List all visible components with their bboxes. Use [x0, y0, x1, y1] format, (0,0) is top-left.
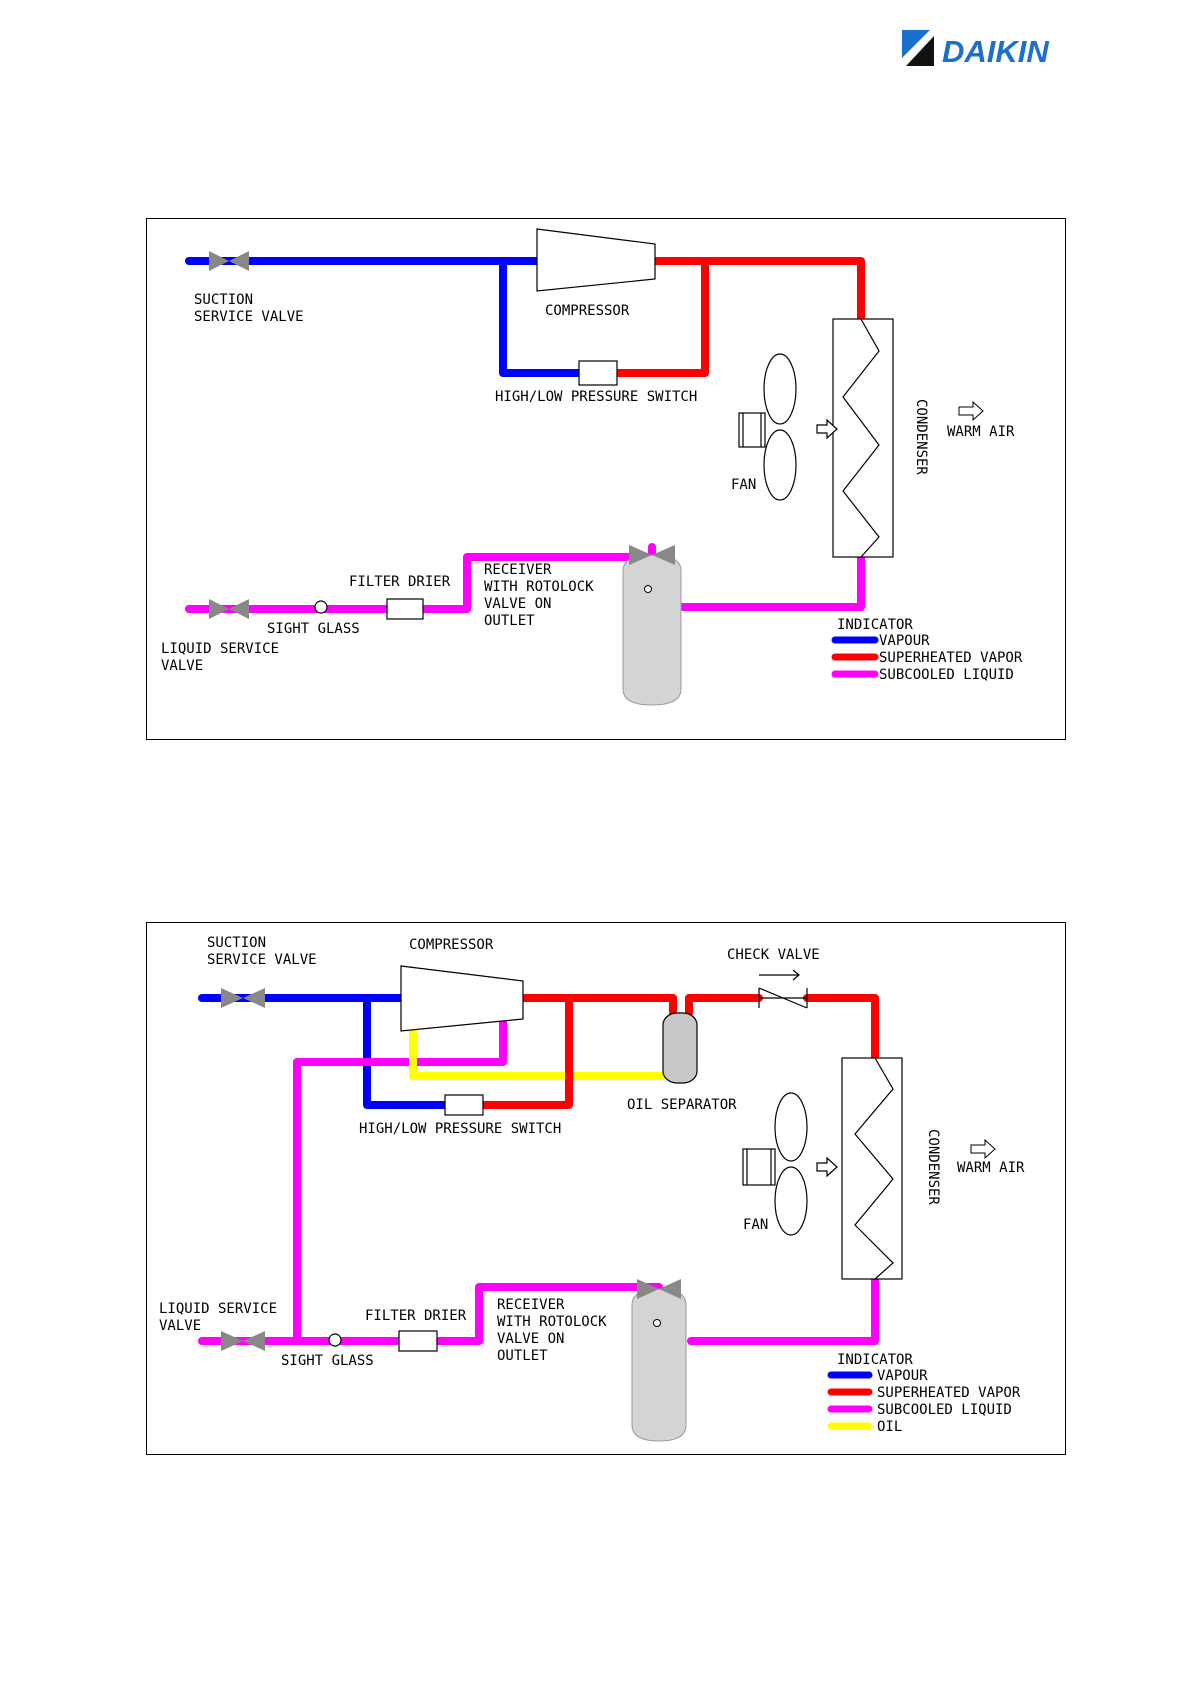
switch-low-line [499, 257, 583, 377]
fan-icon [738, 353, 838, 501]
filter-drier-icon [386, 598, 424, 620]
legend-title: INDICATOR [837, 617, 913, 633]
compressor-label: COMPRESSOR [409, 937, 494, 953]
oil-separator-icon [662, 1012, 698, 1084]
liquid-valve-label-2: VALVE [161, 658, 203, 674]
suction-label-2: SERVICE VALVE [207, 952, 317, 968]
oil-separator-label: OIL SEPARATOR [627, 1097, 737, 1113]
switch-high-line [613, 257, 709, 377]
check-valve-icon [758, 969, 808, 1009]
legend-item-superheated: SUPERHEATED VAPOR [877, 1385, 1021, 1401]
suction-label-1: SUCTION [207, 935, 266, 951]
discharge-line-a [519, 994, 677, 1017]
filter-drier-label: FILTER DRIER [349, 574, 451, 590]
receiver-label-2: WITH ROTOLOCK [497, 1314, 607, 1330]
warm-air-label: WARM AIR [947, 424, 1015, 440]
warm-air-arrow-icon [970, 1138, 996, 1160]
sight-glass-label: SIGHT GLASS [281, 1353, 374, 1369]
pressure-switch-label: HIGH/LOW PRESSURE SWITCH [359, 1121, 561, 1137]
condenser-outlet-line [687, 1275, 879, 1345]
liquid-valve-label-1: LIQUID SERVICE [159, 1301, 277, 1317]
compressor-icon [400, 965, 524, 1032]
daikin-logo: DAIKIN [900, 28, 1084, 72]
switch-low-line [363, 994, 449, 1109]
legend-item-liquid: SUBCOOLED LIQUID [877, 1402, 1012, 1418]
receiver-label-2: WITH ROTOLOCK [484, 579, 594, 595]
fan-icon [742, 1092, 838, 1236]
sight-glass-icon [328, 1333, 342, 1347]
suction-label-2: SERVICE VALVE [194, 309, 304, 325]
compressor-label: COMPRESSOR [545, 303, 630, 319]
receiver-outlet-line [418, 543, 656, 613]
condenser-inlet-line [803, 994, 879, 1062]
condenser-label: CONDENSER [913, 399, 929, 475]
discharge-line-b [685, 994, 763, 1017]
liquid-return-line [293, 1009, 507, 1345]
receiver-label-1: RECEIVER [497, 1297, 565, 1313]
receiver-icon [631, 1288, 687, 1442]
fan-label: FAN [743, 1217, 768, 1233]
legend-item-liquid: SUBCOOLED LIQUID [879, 667, 1014, 683]
warm-air-arrow-icon [958, 400, 984, 422]
liquid-valve-icon[interactable] [209, 599, 249, 619]
liquid-valve-icon[interactable] [221, 1331, 265, 1351]
refrigeration-diagram-oil-separator: SUCTION SERVICE VALVE COMPRESSOR OIL SEP… [146, 922, 1066, 1455]
legend-title: INDICATOR [837, 1352, 913, 1368]
receiver-label-1: RECEIVER [484, 562, 552, 578]
logo-wordmark: DAIKIN [942, 34, 1049, 69]
pressure-switch-icon [444, 1094, 484, 1116]
legend: INDICATOR VAPOUR SUPERHEATED VAPOR SUBCO… [827, 1352, 1021, 1435]
receiver-icon [622, 554, 682, 706]
receiver-label-3: VALVE ON [497, 1331, 564, 1347]
liquid-valve-label-2: VALVE [159, 1318, 201, 1334]
oil-return-line [409, 1021, 667, 1080]
legend-item-vapour: VAPOUR [877, 1368, 928, 1384]
condenser-icon [841, 1057, 903, 1280]
check-valve-label: CHECK VALVE [727, 947, 820, 963]
condenser-label: CONDENSER [925, 1129, 941, 1205]
condenser-outlet-line [673, 553, 865, 611]
discharge-line [651, 257, 865, 323]
suction-valve-icon[interactable] [221, 988, 265, 1008]
receiver-label-3: VALVE ON [484, 596, 551, 612]
fan-label: FAN [731, 477, 756, 493]
legend-item-vapour: VAPOUR [879, 633, 930, 649]
sight-glass-icon [314, 600, 328, 614]
legend-item-superheated: SUPERHEATED VAPOR [879, 650, 1023, 666]
legend: INDICATOR VAPOUR SUPERHEATED VAPOR SUBCO… [831, 617, 1023, 683]
compressor-icon [536, 228, 656, 292]
suction-valve-icon[interactable] [209, 251, 249, 271]
sight-glass-label: SIGHT GLASS [267, 621, 360, 637]
liquid-valve-label-1: LIQUID SERVICE [161, 641, 279, 657]
receiver-outlet-line [433, 1283, 663, 1345]
switch-high-line [479, 994, 573, 1109]
pressure-switch-label: HIGH/LOW PRESSURE SWITCH [495, 389, 697, 405]
warm-air-label: WARM AIR [957, 1160, 1025, 1176]
rotolock-valve-icon[interactable] [629, 545, 675, 565]
pressure-switch-icon [578, 360, 618, 386]
filter-drier-icon [398, 1330, 438, 1352]
receiver-label-4: OUTLET [497, 1348, 548, 1364]
filter-drier-label: FILTER DRIER [365, 1308, 467, 1324]
rotolock-valve-icon[interactable] [637, 1279, 681, 1299]
receiver-label-4: OUTLET [484, 613, 535, 629]
refrigeration-diagram-basic: SUCTION SERVICE VALVE COMPRESSOR HIGH/LO… [146, 218, 1066, 740]
legend-item-oil: OIL [877, 1419, 902, 1435]
suction-label-1: SUCTION [194, 292, 253, 308]
condenser-icon [832, 318, 894, 558]
